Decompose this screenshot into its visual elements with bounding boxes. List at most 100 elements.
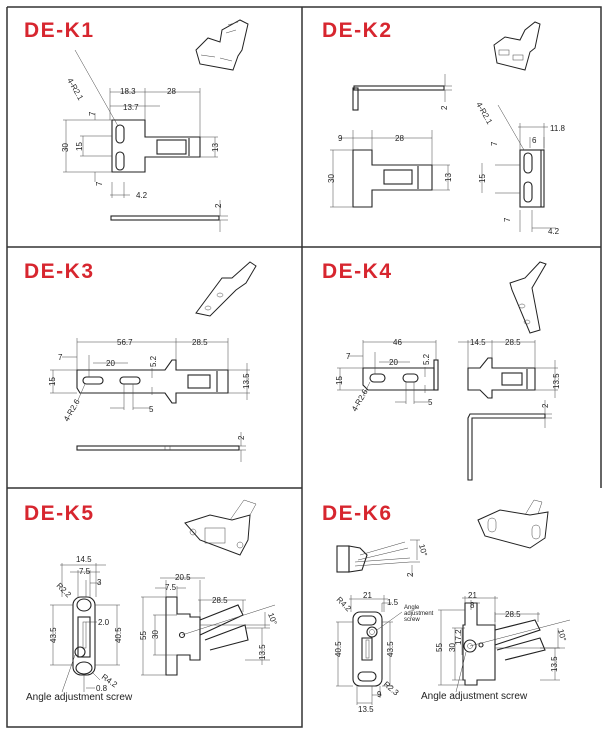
- panel-de-k2: DE-K2 2 9 28 30 13 4-R2.1 11.8: [322, 19, 566, 236]
- plan-view: [50, 563, 120, 693]
- side-view: [438, 596, 571, 693]
- dim-label: 20: [106, 359, 115, 368]
- panel-title: DE-K5: [24, 502, 95, 525]
- dim-label: 4.2: [548, 227, 560, 236]
- dim-label: 4.2: [136, 191, 148, 200]
- dim-label: 28.5: [505, 610, 521, 619]
- dim-label: 13: [444, 173, 453, 182]
- angle-adjustment-screw-small-label: adjustment: [404, 611, 434, 617]
- dim-label: 55: [139, 631, 148, 640]
- dim-label: 5: [149, 405, 154, 414]
- panel-frames: [6, 6, 602, 728]
- panel-title: DE-K4: [322, 260, 393, 283]
- dim-label: 10°: [556, 628, 568, 642]
- dim-label: 13: [211, 143, 220, 152]
- angle-adjustment-screw-label: Angle adjustment screw: [421, 691, 528, 702]
- dim-label: 2: [406, 572, 415, 577]
- dim-label: 15: [478, 174, 487, 183]
- dim-label: 18.3: [120, 87, 136, 96]
- dim-label: 30: [448, 643, 457, 652]
- plan-view: [50, 338, 250, 410]
- dim-label: 13.5: [552, 373, 561, 389]
- dim-label: 7.5: [79, 567, 91, 576]
- dim-label: 13.5: [550, 656, 559, 672]
- dim-label: 5: [428, 398, 433, 407]
- dim-label: 0.8: [96, 684, 108, 693]
- dim-label: 5.2: [149, 355, 158, 367]
- dim-label: 28.5: [192, 338, 208, 347]
- dim-label: 7: [503, 217, 512, 222]
- plan-view: [337, 340, 439, 404]
- dim-label: 28: [167, 87, 176, 96]
- dim-label: 43.5: [49, 627, 58, 643]
- dim-label: 7: [490, 141, 499, 146]
- dim-label: 21: [363, 591, 372, 600]
- dim-label: R4.2: [335, 595, 354, 614]
- dim-label: 7: [88, 111, 97, 116]
- dim-label: 2: [541, 403, 550, 408]
- dim-label: 15: [75, 142, 84, 151]
- iso-view: [493, 21, 541, 71]
- dim-label: 40.5: [334, 641, 343, 657]
- dim-label: 28.5: [212, 596, 228, 605]
- front-view: [330, 130, 450, 208]
- dim-label: 21: [468, 591, 477, 600]
- iso-view: [184, 499, 257, 556]
- dim-label: 13.5: [258, 644, 267, 660]
- iso-view: [477, 499, 549, 549]
- panel-title: DE-K1: [24, 19, 95, 42]
- iso-view: [195, 19, 249, 71]
- dim-label: 55: [435, 643, 444, 652]
- dim-label: 10°: [266, 612, 279, 626]
- dim-label: 9: [377, 690, 382, 699]
- dim-label: 17.2: [454, 629, 463, 645]
- angle-adjustment-screw-small-label: screw: [404, 617, 420, 623]
- dim-label: 6: [532, 136, 537, 145]
- dim-label: 7: [58, 353, 63, 362]
- dim-label: 4-R2.1: [474, 101, 494, 127]
- panel-title: DE-K2: [322, 19, 393, 42]
- side-view: [110, 200, 228, 232]
- dim-label: 11.8: [550, 124, 566, 133]
- dim-label: 4-R2.1: [65, 77, 85, 103]
- dim-label: 7.5: [165, 583, 177, 592]
- panel-title: DE-K6: [322, 502, 393, 525]
- dim-label: 14.5: [76, 555, 92, 564]
- dim-label: 1.5: [387, 598, 399, 607]
- dim-label: 2: [440, 105, 449, 110]
- dim-label: 4-R2.6: [62, 397, 82, 423]
- side-view: [76, 432, 246, 462]
- panel-de-k3: DE-K3 56.7 28.5 7 20 5.2 15 13.5 4-R2.6 …: [24, 260, 257, 462]
- angle-adjustment-screw-small-label: Angle: [404, 605, 420, 611]
- dim-label: 56.7: [117, 338, 133, 347]
- iso-view: [509, 261, 547, 334]
- dim-label: 15: [48, 377, 57, 386]
- dim-label: 2.0: [98, 618, 110, 627]
- dim-label: R2.2: [55, 581, 74, 600]
- dim-label: 20.5: [175, 573, 191, 582]
- side-view: [141, 577, 276, 676]
- dim-label: 10°: [417, 543, 429, 557]
- panel-de-k5: DE-K5 14.5 7.5 3 R2.2 2.0 43.5 40.5 R4.2…: [24, 499, 279, 703]
- plan-view: [63, 49, 218, 198]
- panel-title: DE-K3: [24, 260, 95, 283]
- dim-label: 9: [338, 134, 343, 143]
- dim-label: 43.5: [386, 641, 395, 657]
- dim-label: 28.5: [505, 338, 521, 347]
- dim-label: 13.5: [242, 373, 251, 389]
- dim-label: 30: [151, 630, 160, 639]
- panel-de-k6: DE-K6 10° 2 21 1.5 R4.2 Angle adjustment…: [322, 499, 571, 714]
- iso-view: [195, 261, 257, 317]
- panel-de-k1: DE-K1 4-R2.1 18.3 28 13.7 7 30 15 13 7 4…: [24, 19, 249, 232]
- top-view: [458, 340, 558, 399]
- dim-label: 46: [393, 338, 402, 347]
- dim-label: 4-R2.6: [350, 387, 370, 413]
- dim-label: 13.5: [358, 705, 374, 714]
- angle-adjustment-screw-label: Angle adjustment screw: [26, 692, 133, 703]
- dim-label: 20: [389, 358, 398, 367]
- dim-label: R2.3: [382, 680, 401, 698]
- side-view: [352, 74, 452, 111]
- dim-label: 30: [61, 143, 70, 152]
- top-side-view: [336, 539, 420, 575]
- dim-label: 15: [335, 376, 344, 385]
